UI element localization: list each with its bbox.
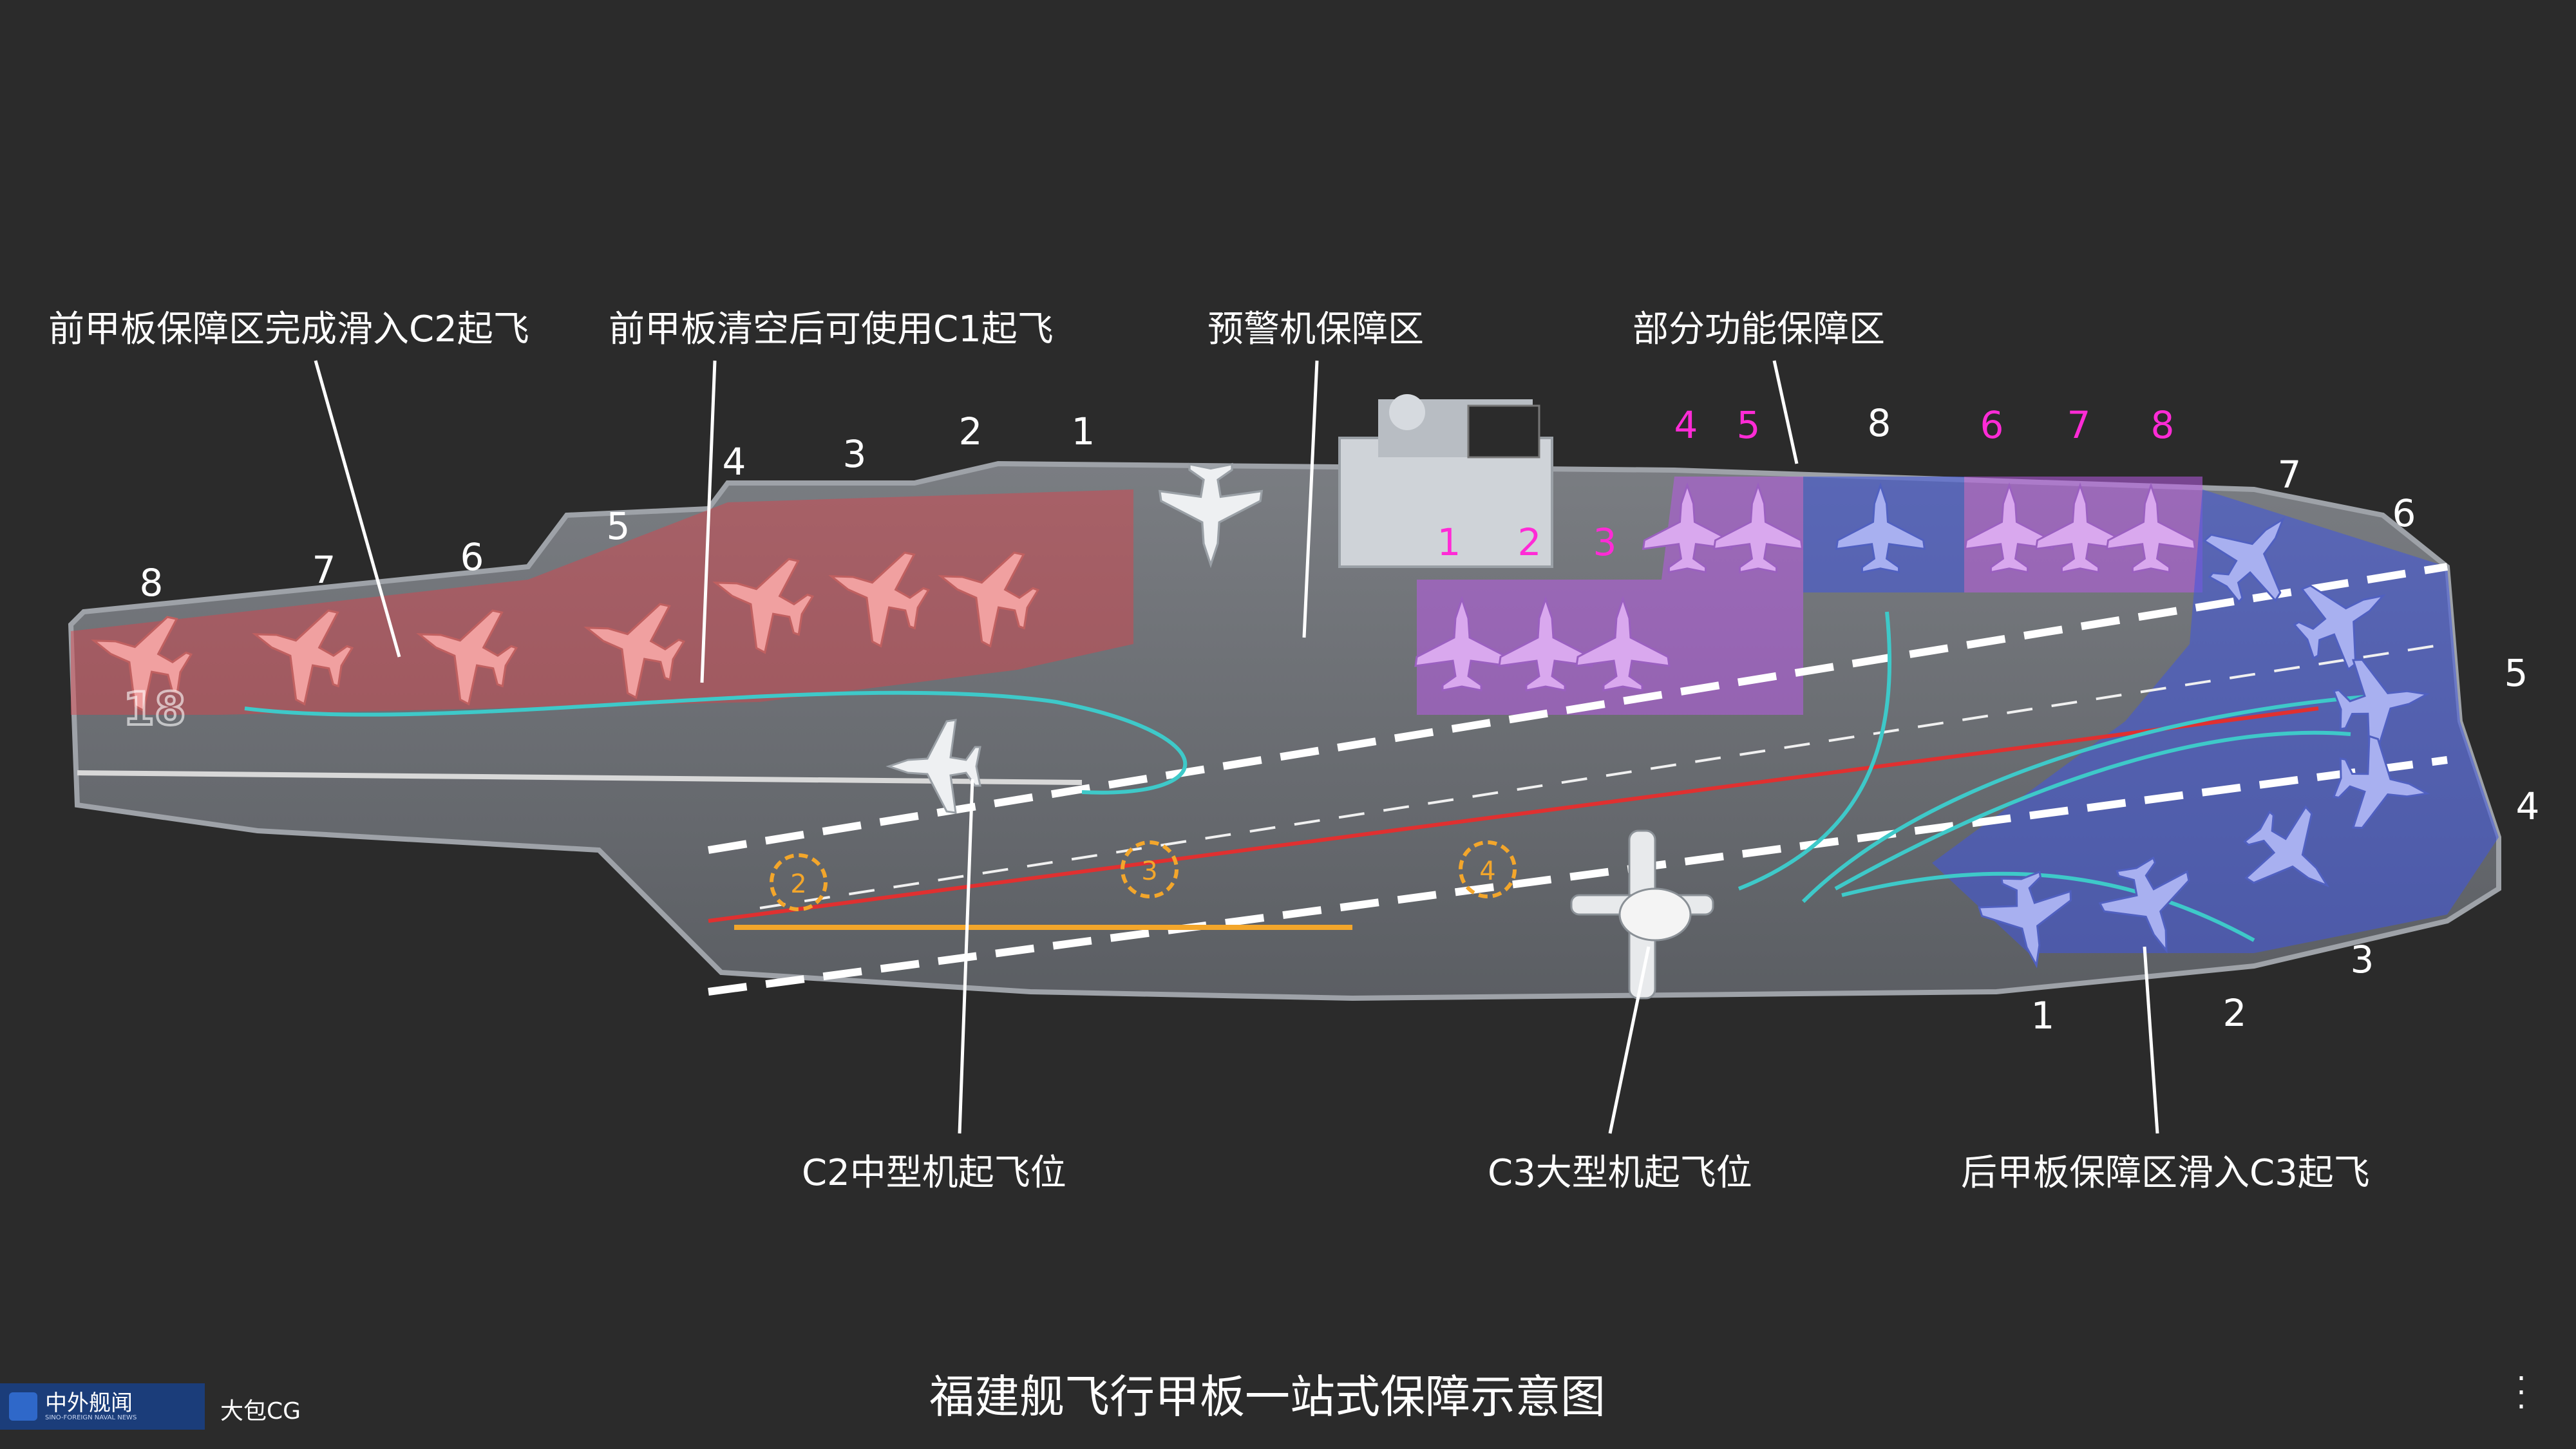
publisher-logo: 中外舰闻 SINO-FOREIGN NAVAL NEWS (0, 1383, 205, 1430)
spot-number: 4 (2516, 784, 2540, 828)
spot-number: 3 (843, 432, 867, 476)
publisher-name: 中外舰闻 (45, 1390, 133, 1416)
spot-number: 4 (723, 440, 746, 484)
aft-spot-numbers: 7 6 5 4 3 2 1 (2031, 453, 2540, 1037)
spot-number: 5 (607, 504, 630, 548)
ship-logo-icon (9, 1392, 37, 1421)
taxi-paths (244, 611, 2383, 942)
spot-number: 5 (1737, 403, 1761, 447)
spot-number: 1 (2031, 994, 2055, 1037)
callout-aew-zone: 预警机保障区 (1208, 308, 1424, 350)
catapult-mark-4: 4 (1479, 857, 1495, 886)
callout-forward-zone-c2: 前甲板保障区完成滑入C2起飞 (48, 308, 529, 350)
spot-number: 6 (460, 535, 484, 579)
spot-number: 6 (1980, 403, 2004, 447)
leader-lines (314, 360, 2159, 1134)
spot-number: 1 (1072, 410, 1095, 453)
spot-number: 7 (2067, 403, 2091, 447)
callout-c2-position: C2中型机起飞位 (802, 1152, 1066, 1194)
catapult-mark-2: 2 (790, 869, 806, 899)
callout-c3-position: C3大型机起飞位 (1488, 1152, 1752, 1194)
more-options-icon[interactable]: ··· (2516, 1361, 2526, 1425)
spot-number: 1 (1437, 520, 1461, 564)
spot-number: 4 (1674, 403, 1698, 447)
callout-forward-clear-c1: 前甲板清空后可使用C1起飞 (609, 308, 1054, 350)
runway-markings (77, 563, 2448, 996)
spot-number: 2 (2223, 991, 2247, 1035)
spot-number: 8 (1868, 401, 1891, 445)
spot-number: 7 (312, 548, 336, 592)
spot-number: 3 (1593, 520, 1617, 564)
spot-number: 2 (1518, 520, 1542, 564)
spot-number: 8 (2151, 403, 2175, 447)
spot-number: 8 (140, 561, 164, 605)
island-spot-numbers: 1 2 3 (1437, 520, 1617, 564)
hull-number: 18 (123, 683, 185, 735)
forward-spot-numbers: 8 7 6 5 4 3 2 1 (140, 410, 1095, 605)
spot-number: 7 (2278, 453, 2302, 497)
spot-number: 3 (2351, 938, 2374, 981)
spot-number: 2 (959, 410, 983, 453)
aew-aircraft (1570, 829, 1714, 999)
mid-spot-numbers: 4 5 8 6 7 8 (1674, 401, 2175, 447)
spot-number: 6 (2392, 491, 2416, 535)
catapult-marks: 2 3 4 (770, 840, 1517, 911)
diagram-title: 福建舰飞行甲板一站式保障示意图 (929, 1370, 1605, 1423)
island-superstructure (1338, 394, 1553, 568)
callout-aft-zone-c3: 后甲板保障区滑入C3起飞 (1961, 1152, 2370, 1194)
callout-partial-function-zone: 部分功能保障区 (1633, 308, 1885, 350)
spot-number: 5 (2505, 651, 2528, 695)
publisher-subtitle: SINO-FOREIGN NAVAL NEWS (45, 1414, 137, 1421)
catapult-mark-3: 3 (1141, 857, 1157, 886)
author-credit: 大包CG (220, 1398, 301, 1425)
